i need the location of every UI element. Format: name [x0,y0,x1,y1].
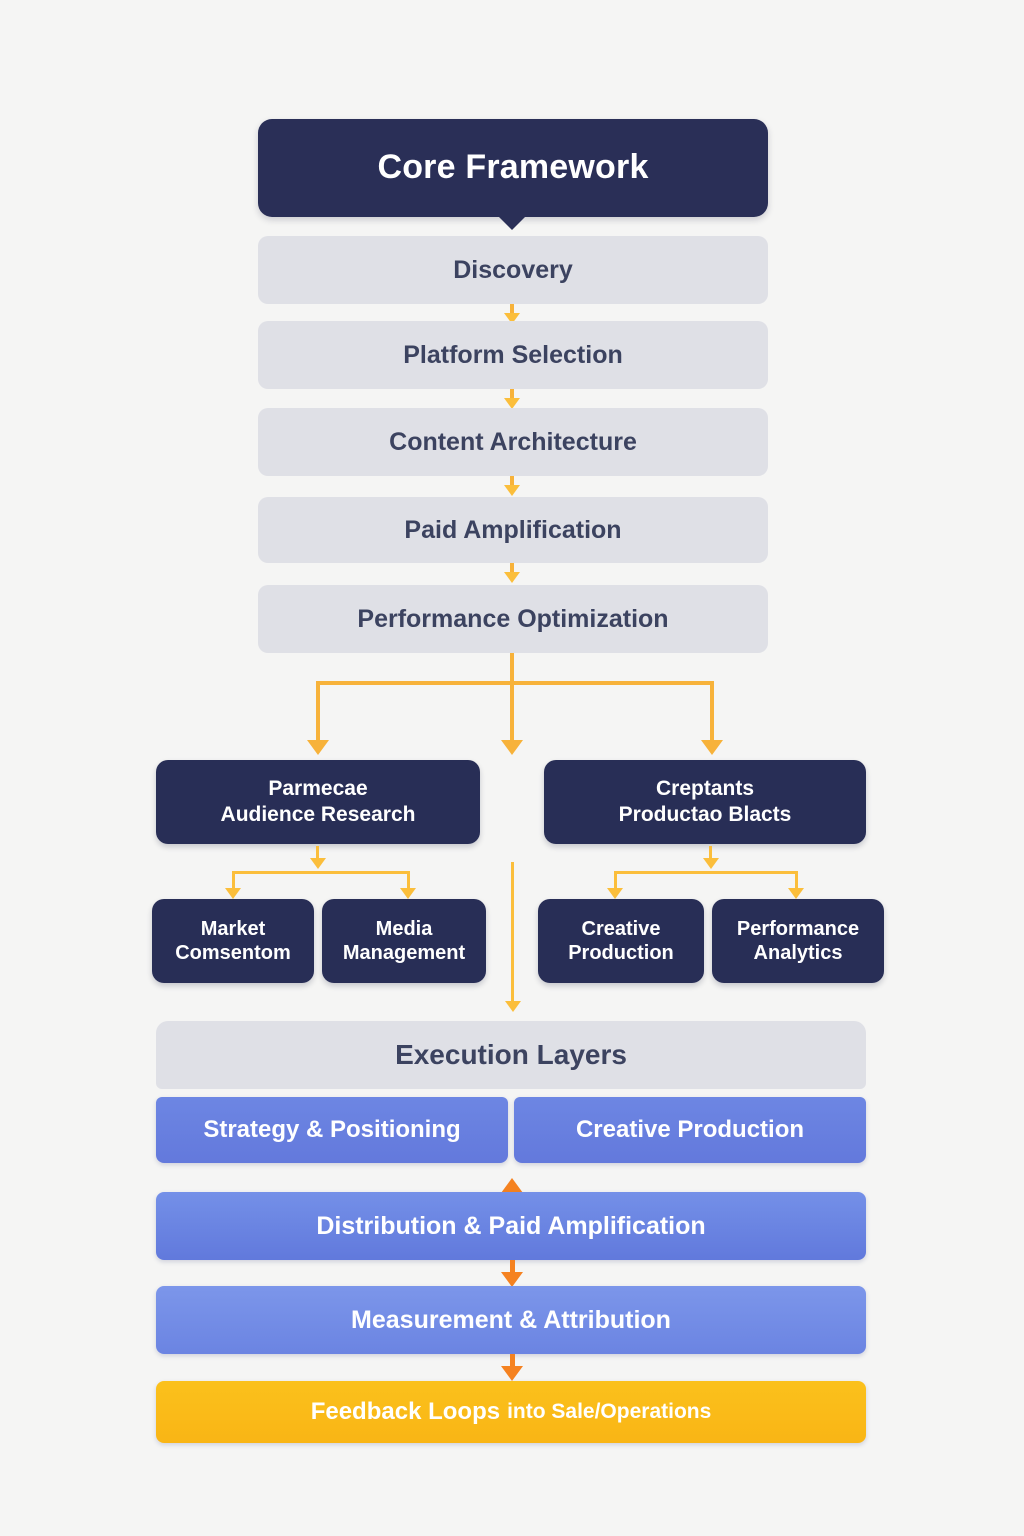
arrow-step-1-2-icon [504,313,520,324]
leaf-line1: Performance [736,917,860,940]
connector-right-child-1 [614,871,617,893]
connector-fork-left [316,681,320,743]
arrow-fork-right-icon [701,740,723,755]
connector-left-child-2 [407,871,410,893]
connector-center-to-execution [511,862,514,1007]
arrow-step-3-4-icon [504,485,520,496]
core-framework-title: Core Framework [377,148,649,187]
group-box-right[interactable]: Creptants Productao Blacts [544,760,866,844]
leaf-box-creative-production[interactable]: Creative Production [538,899,704,983]
pipeline-step-label: Discovery [453,255,573,284]
execution-layers-heading: Execution Layers [156,1021,866,1089]
arrow-left-child-1-icon [225,888,241,899]
pipeline-step-discovery[interactable]: Discovery [258,236,768,304]
leaf-box-performance-analytics[interactable]: Performance Analytics [712,899,884,983]
arrow-fork-left-icon [307,740,329,755]
pipeline-step-platform-selection[interactable]: Platform Selection [258,321,768,389]
execution-bar-label: Creative Production [575,1116,805,1144]
arrow-step-2-3-icon [504,398,520,409]
leaf-line2: Production [568,942,674,964]
connector-distribution-measurement [510,1260,515,1277]
pipeline-step-performance-optimization[interactable]: Performance Optimization [258,585,768,653]
feedback-label-sub: into Sale/Operations [507,1400,712,1424]
header-notch-icon [498,216,526,230]
connector-step-1-2 [510,304,514,317]
feedback-label-main: Feedback Loops [310,1398,501,1426]
execution-bar-strategy-positioning[interactable]: Strategy & Positioning [156,1097,508,1163]
pipeline-step-paid-amplification[interactable]: Paid Amplification [258,497,768,563]
group-box-right-line1: Creptants [655,777,755,801]
leaf-line1: Media [375,917,433,940]
arrow-distribution-measurement-icon [501,1272,523,1287]
core-framework-header: Core Framework [258,119,768,217]
connector-fork-trunk [510,653,514,685]
arrow-left-substub-icon [310,858,326,869]
group-box-left-line1: Parmecae [268,777,368,801]
arrow-right-child-2-icon [788,888,804,899]
arrow-feedback-up-icon [501,1178,523,1193]
execution-bar-label: Strategy & Positioning [203,1116,461,1144]
pipeline-step-label: Paid Amplification [404,515,622,544]
execution-bar-measurement-attribution[interactable]: Measurement & Attribution [156,1286,866,1354]
group-box-right-line2: Productao Blacts [618,803,792,826]
execution-bar-label: Measurement & Attribution [351,1305,671,1334]
arrow-fork-center-icon [501,740,523,755]
arrow-right-substub-icon [703,858,719,869]
arrow-right-child-1-icon [607,888,623,899]
connector-step-2-3 [510,389,514,402]
execution-bar-label: Distribution & Paid Amplification [316,1211,706,1240]
execution-layers-title: Execution Layers [395,1038,627,1070]
connector-left-child-1 [232,871,235,893]
arrow-step-4-5-icon [504,572,520,583]
pipeline-step-label: Performance Optimization [357,604,669,633]
connector-right-child-2 [795,871,798,893]
connector-right-subbus [614,871,798,874]
pipeline-step-content-architecture[interactable]: Content Architecture [258,408,768,476]
connector-left-subbus [232,871,410,874]
connector-fork-bus [316,681,714,685]
execution-bar-feedback-loops[interactable]: Feedback Loops into Sale/Operations [156,1381,866,1443]
connector-step-4-5 [510,563,514,576]
execution-bar-creative-production[interactable]: Creative Production [514,1097,866,1163]
leaf-line2: Comsentom [175,942,291,964]
group-box-left-line2: Audience Research [220,803,416,826]
leaf-line1: Creative [581,917,661,940]
pipeline-step-label: Content Architecture [389,427,637,456]
connector-step-3-4 [510,476,514,489]
connector-fork-center [510,681,514,743]
connector-fork-right [710,681,714,743]
group-box-left[interactable]: Parmecae Audience Research [156,760,480,844]
connector-measurement-feedback [510,1354,515,1371]
leaf-box-media-management[interactable]: Media Management [322,899,486,983]
connector-left-subtrunk [316,846,319,866]
leaf-line2: Management [342,942,466,964]
arrow-center-to-execution-icon [505,1001,521,1012]
leaf-box-market-comsentom[interactable]: Market Comsentom [152,899,314,983]
connector-right-subtrunk [709,846,712,866]
pipeline-step-label: Platform Selection [403,340,623,369]
leaf-line1: Market [200,917,266,940]
execution-bar-distribution-paid-amplification[interactable]: Distribution & Paid Amplification [156,1192,866,1260]
arrow-left-child-2-icon [400,888,416,899]
leaf-line2: Analytics [753,942,843,964]
arrow-measurement-feedback-icon [501,1366,523,1381]
